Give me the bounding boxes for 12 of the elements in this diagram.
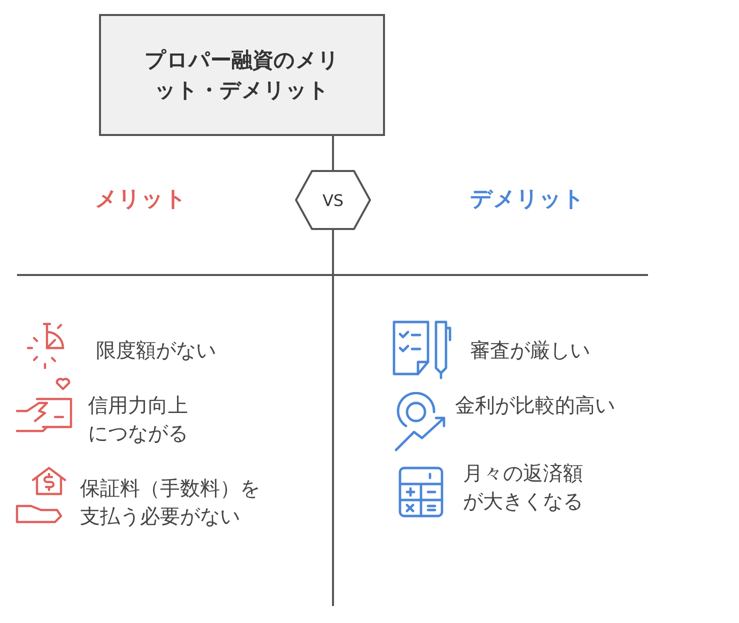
demerit-heading: デメリット (470, 186, 585, 214)
item-text: 信用力向上につながる (88, 392, 189, 447)
item-text: 審査が厳しい (470, 337, 591, 364)
vs-text: VS (322, 190, 344, 210)
item-text: 月々の返済額が大きくなる (463, 460, 584, 515)
connector-line (332, 136, 334, 170)
item-text: 限度額がない (96, 337, 217, 364)
item-text: 保証料（手数料）を支払う必要がない (80, 475, 261, 530)
title-text: プロパー融資のメリット・デメリット (144, 46, 340, 104)
title-box (99, 14, 385, 136)
merit-heading: メリット (95, 186, 187, 214)
item-text: 金利が比較的高い (455, 392, 616, 419)
